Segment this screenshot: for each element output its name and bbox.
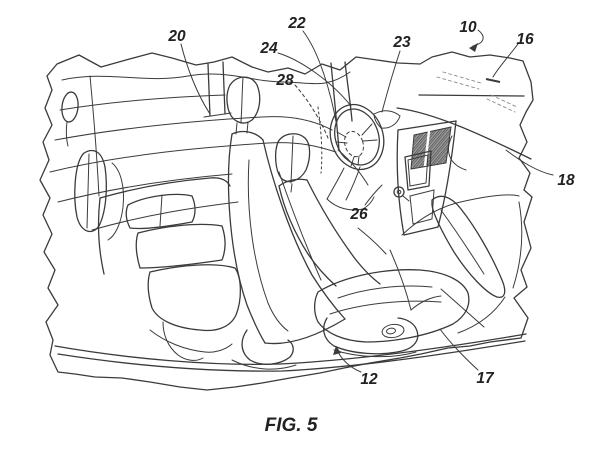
center-stack (393, 120, 457, 236)
ref-numeral-26: 26 (349, 206, 368, 223)
ref-numeral-24: 24 (259, 40, 278, 57)
ref-numeral-28: 28 (275, 72, 294, 89)
ref-numeral-16: 16 (516, 31, 534, 48)
rear-headrest-far (61, 91, 79, 123)
ref-numeral-23: 23 (392, 34, 411, 51)
floor-and-console (54, 227, 527, 372)
passenger-seat-cushion (313, 269, 470, 343)
passenger-headrest (274, 133, 311, 183)
ref-numeral-22: 22 (287, 15, 306, 32)
instrument-cluster (373, 110, 401, 129)
figure-caption: FIG. 5 (265, 415, 318, 436)
rear-headrest-near (74, 149, 107, 233)
door-grab-handle (431, 195, 506, 298)
arrowhead-10 (469, 43, 478, 52)
torn-edge-border (39, 51, 534, 391)
dash-vents (410, 126, 452, 170)
driver-headrest (226, 76, 261, 124)
ref-numeral-20: 20 (167, 28, 186, 45)
steering-column (326, 196, 375, 211)
ref-numeral-12: 12 (360, 371, 378, 388)
center-display (404, 150, 432, 191)
left-door-panels (49, 61, 353, 231)
instrument-panel (396, 107, 532, 334)
rocker-sill (54, 333, 527, 365)
ref-numeral-10: 10 (459, 19, 477, 36)
arrowhead-12 (333, 346, 341, 355)
tick-16 (485, 78, 501, 83)
roof-headliner (61, 71, 351, 85)
reference-numerals: 10 12 16 17 18 20 22 23 24 26 28 (167, 15, 575, 388)
control-knob (393, 186, 405, 198)
seat-adjust-control (381, 323, 405, 339)
passenger-seat (274, 133, 470, 358)
ref-numeral-17: 17 (476, 370, 495, 387)
windshield (418, 71, 525, 113)
rear-bench-seat (61, 91, 242, 361)
ref-numeral-18: 18 (557, 172, 575, 189)
steering-wheel (326, 103, 401, 211)
driver-seat (226, 76, 346, 370)
leader-lines (180, 29, 554, 373)
